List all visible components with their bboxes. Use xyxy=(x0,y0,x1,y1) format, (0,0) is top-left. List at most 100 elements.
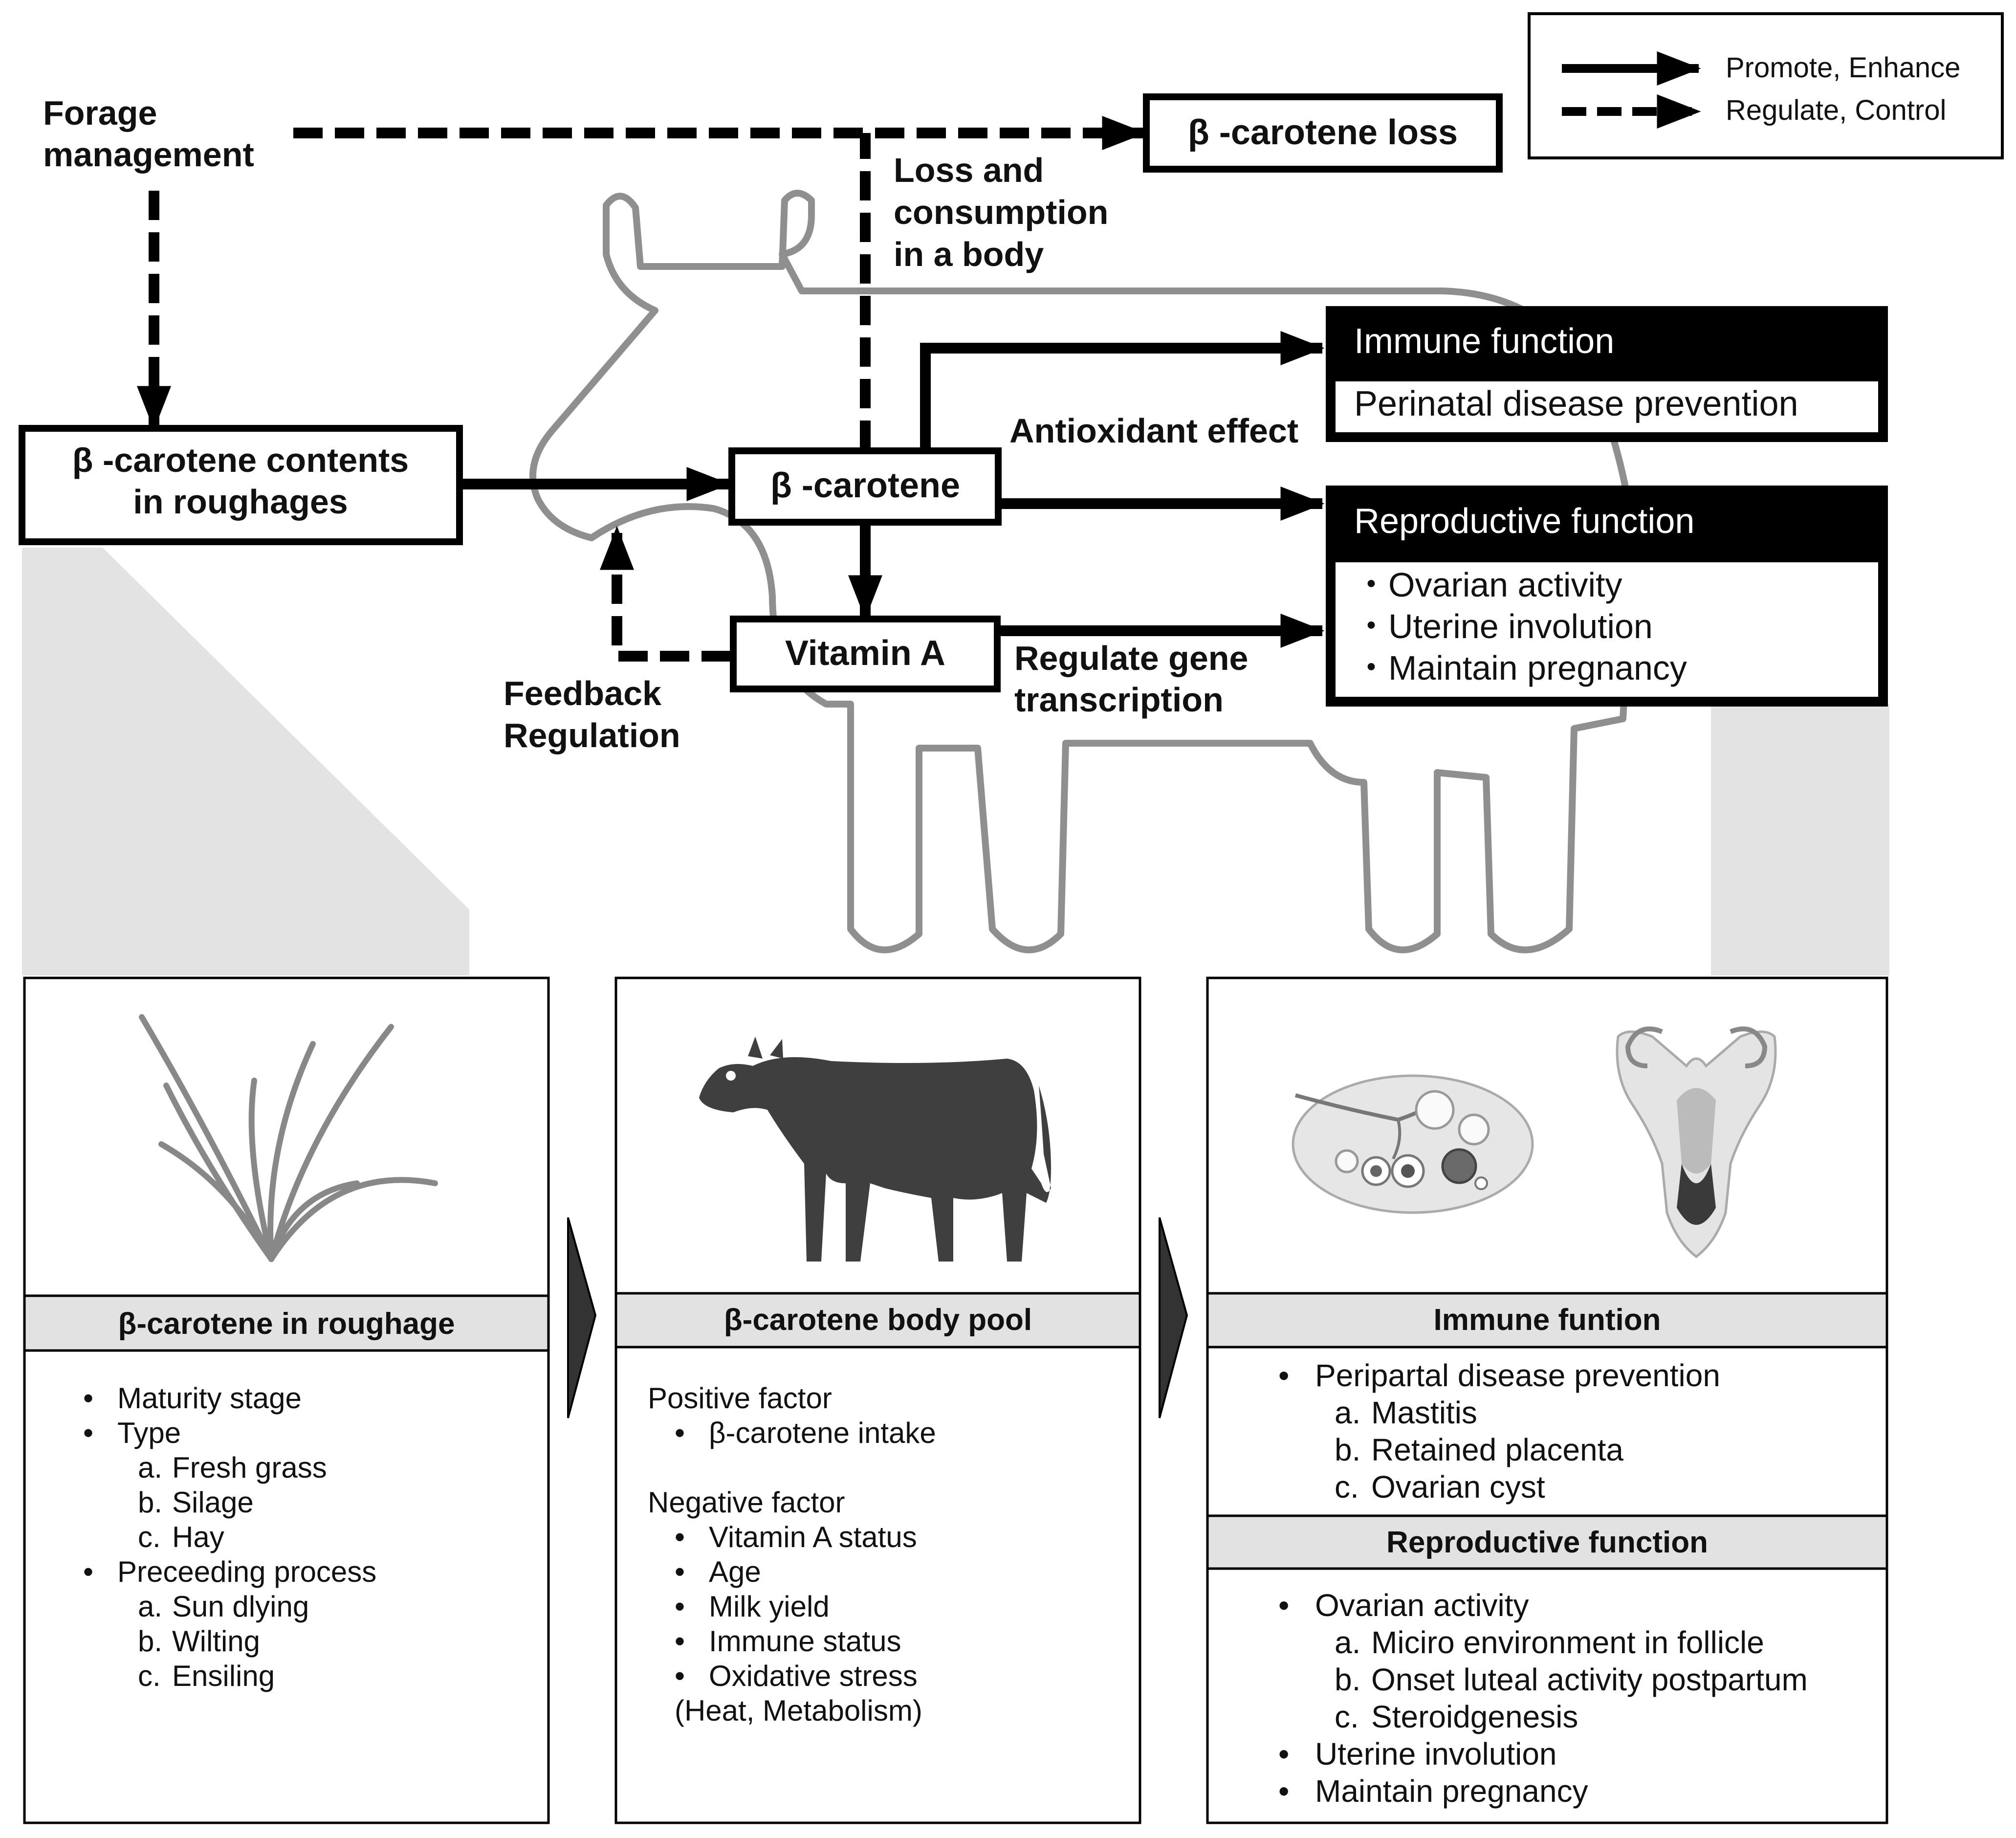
feedback-label-2: Regulation xyxy=(504,716,680,754)
list-item: Fresh grass xyxy=(172,1451,327,1484)
list-item: Milk yield xyxy=(709,1590,830,1623)
list-item: Immune status xyxy=(709,1625,901,1658)
list-bullet: a. xyxy=(1335,1395,1360,1430)
antioxidant-label: Antioxidant effect xyxy=(1009,412,1298,450)
cow-outline xyxy=(529,190,1636,953)
list-item: Oxidative stress xyxy=(709,1660,918,1692)
list-bullet: • xyxy=(675,1417,685,1449)
list-item: Ovarian activity xyxy=(1315,1588,1529,1623)
panel-arrow-1 xyxy=(567,1217,597,1418)
immune-function-title: Immune function xyxy=(1354,322,1614,361)
list-bullet: • xyxy=(675,1625,685,1658)
list-bullet: • xyxy=(83,1382,93,1415)
cow-icon xyxy=(699,1037,1051,1262)
list-item: Type xyxy=(117,1417,181,1449)
list-item: Positive factor xyxy=(648,1382,832,1415)
feedback-dashed-arrow xyxy=(600,526,731,662)
uterus-icon xyxy=(1616,1026,1777,1259)
list-bullet: • xyxy=(83,1417,93,1449)
regulate-gene-label-2: transcription xyxy=(1014,681,1224,719)
list-item: (Heat, Metabolism) xyxy=(675,1694,922,1727)
cow-eye xyxy=(726,1071,736,1081)
list-item: Onset luteal activity postpartum xyxy=(1371,1662,1808,1697)
immune-panel-title: Immune funtion xyxy=(1434,1303,1661,1337)
list-bullet: c. xyxy=(138,1521,161,1553)
carotene-box xyxy=(728,447,1002,526)
list-bullet: • xyxy=(675,1521,685,1553)
list-bullet: a. xyxy=(138,1590,162,1623)
list-bullet: b. xyxy=(138,1486,162,1519)
legend-box xyxy=(1528,12,2004,159)
list-bullet: b. xyxy=(1335,1662,1360,1697)
list-item: Hay xyxy=(172,1521,224,1553)
list-bullet: a. xyxy=(1335,1625,1360,1660)
list-item: β-carotene intake xyxy=(709,1417,936,1449)
repro-function-item-3: ・Maintain pregnancy xyxy=(1354,649,1687,687)
roughage-panel-title: β-carotene in roughage xyxy=(118,1307,455,1341)
legend-promote-label: Promote, Enhance xyxy=(1726,52,1960,84)
grass-icon xyxy=(139,1014,438,1262)
carotene-to-immune-arrow xyxy=(920,331,1325,450)
forage-management-label-1: Forage xyxy=(43,94,157,132)
contents-roughages-label-1: β -carotene contents xyxy=(72,441,409,479)
list-item: Steroidgenesis xyxy=(1371,1699,1578,1734)
projection-left xyxy=(22,548,469,975)
loss-consumption-label-2: consumption xyxy=(894,193,1108,231)
carotene-loss-label: β -carotene loss xyxy=(1188,113,1458,152)
immune-function-inner xyxy=(1336,381,1878,432)
feedback-label-1: Feedback xyxy=(504,674,661,712)
contents-roughages-label-2: in roughages xyxy=(133,483,348,521)
carotene-label: β -carotene xyxy=(770,466,960,505)
ovary-icon xyxy=(1292,1074,1534,1214)
carotene-loss-box xyxy=(1143,93,1503,173)
loss-consumption-label-1: Loss and xyxy=(894,151,1044,189)
list-item: Negative factor xyxy=(648,1486,845,1519)
list-item: Miciro environment in follicle xyxy=(1371,1625,1764,1660)
list-item: Retained placenta xyxy=(1371,1432,1623,1467)
immune-panel-header xyxy=(1206,1292,1888,1349)
list-bullet: • xyxy=(1278,1736,1289,1772)
repro-panel-header xyxy=(1206,1514,1888,1570)
list-item: Sun dlying xyxy=(172,1590,309,1623)
list-item: Mastitis xyxy=(1371,1395,1477,1430)
projection-right xyxy=(1711,704,1889,975)
body-pool-panel-title: β-carotene body pool xyxy=(724,1303,1032,1337)
forage-management-label-2: management xyxy=(43,135,254,174)
list-bullet: c. xyxy=(1335,1469,1359,1505)
list-bullet: • xyxy=(675,1555,685,1588)
list-item: Vitamin A status xyxy=(709,1521,917,1553)
body-pool-panel-header xyxy=(614,1292,1141,1349)
list-bullet: • xyxy=(1278,1588,1289,1623)
list-bullet: a. xyxy=(138,1451,162,1484)
repro-panel-title: Reproductive function xyxy=(1386,1526,1708,1559)
list-bullet: • xyxy=(1278,1358,1289,1393)
vitamin-a-label: Vitamin A xyxy=(785,634,945,673)
immune-function-item: Perinatal disease prevention xyxy=(1354,384,1798,423)
legend-regulate-label: Regulate, Control xyxy=(1726,94,1946,126)
list-item: Age xyxy=(709,1555,761,1588)
repro-function-inner xyxy=(1336,562,1878,697)
list-item: Peripartal disease prevention xyxy=(1315,1358,1720,1393)
list-bullet: • xyxy=(675,1660,685,1692)
loss-consumption-label-3: in a body xyxy=(894,235,1044,273)
list-item: Silage xyxy=(172,1486,254,1519)
panel-arrow-2 xyxy=(1159,1217,1188,1418)
repro-function-item-2: ・Uterine involution xyxy=(1354,607,1653,645)
list-bullet: • xyxy=(675,1590,685,1623)
body-pool-panel-list: Positive factor•β-carotene intakeNegativ… xyxy=(648,1382,936,1727)
contents-roughages-box xyxy=(19,425,463,545)
list-bullet: c. xyxy=(138,1660,161,1692)
regulate-gene-label-1: Regulate gene xyxy=(1014,639,1248,677)
list-bullet: • xyxy=(83,1555,93,1588)
repro-function-title: Reproductive function xyxy=(1354,502,1694,541)
list-item: Ensiling xyxy=(172,1660,275,1692)
list-bullet: • xyxy=(1278,1773,1289,1809)
list-bullet: b. xyxy=(1335,1432,1360,1467)
list-item: Uterine involution xyxy=(1315,1736,1557,1772)
vitamin-a-box xyxy=(730,616,1001,692)
roughage-panel-header xyxy=(23,1294,550,1352)
list-bullet: c. xyxy=(1335,1699,1359,1734)
